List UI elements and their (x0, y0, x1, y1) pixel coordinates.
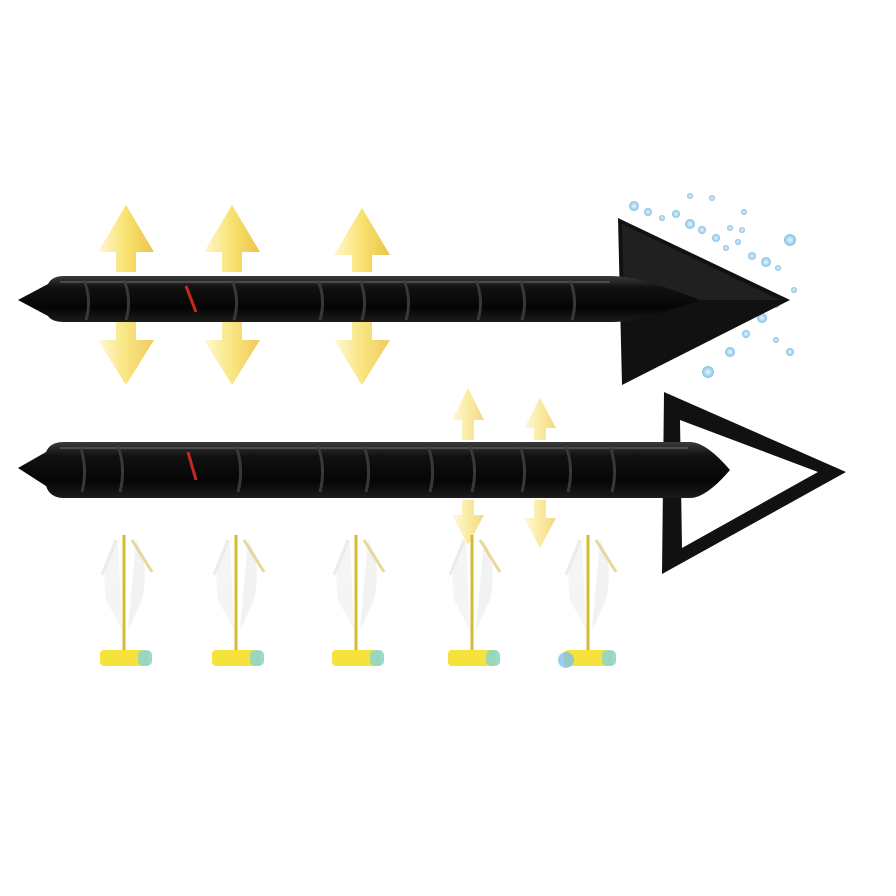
sparkle-icon (735, 239, 741, 245)
sparkle-icon (784, 234, 796, 246)
sparkle-icon (773, 337, 779, 343)
pins-row (100, 535, 618, 668)
sparkle-icon (723, 245, 729, 251)
sparkle-icon (672, 210, 680, 218)
sparkle-icon (725, 347, 735, 357)
up-down-arrow-icon (334, 208, 390, 385)
pin-icon (448, 535, 502, 666)
sparkle-icon (687, 193, 693, 199)
sparkle-icon (698, 226, 706, 234)
sparkle-icon (757, 313, 767, 323)
sparkle-icon (702, 366, 714, 378)
sparkle-icon (709, 195, 715, 201)
pin-icon (212, 535, 266, 666)
up-down-arrow-icon (524, 398, 556, 548)
shaft-bands (78, 445, 617, 493)
up-down-arrow-icon (98, 205, 154, 385)
pin-icon (332, 535, 386, 666)
sparkle-icon (727, 225, 733, 231)
sparkle-icon (761, 257, 771, 267)
sparkle-icon (685, 219, 695, 229)
sparkle-icon (739, 227, 745, 233)
small-arrows-bottom-row (452, 388, 556, 548)
up-down-arrow-icon (204, 205, 260, 385)
sparkle-icon (748, 252, 756, 260)
sparkle-icon (741, 209, 747, 215)
sparkle-icon (644, 208, 652, 216)
outlined-right-arrow-icon (18, 392, 846, 574)
right-arrow-icon (18, 218, 790, 385)
small-arrows-top-row (98, 205, 390, 385)
sparkle-icon (775, 265, 781, 271)
shaft-bands (82, 279, 577, 321)
sparkle-icon (791, 287, 797, 293)
up-down-arrow-icon (452, 388, 484, 545)
sparkle-icon (712, 234, 720, 242)
sparkle-cluster (629, 193, 797, 378)
sparkle-icon (786, 348, 794, 356)
pin-icon (100, 535, 154, 666)
arrow-shaft (18, 442, 730, 498)
pin-icon (558, 535, 618, 668)
arrow-shaft (18, 276, 700, 322)
sparkle-icon (629, 201, 639, 211)
sparkle-icon (659, 215, 665, 221)
sparkle-icon (742, 330, 750, 338)
